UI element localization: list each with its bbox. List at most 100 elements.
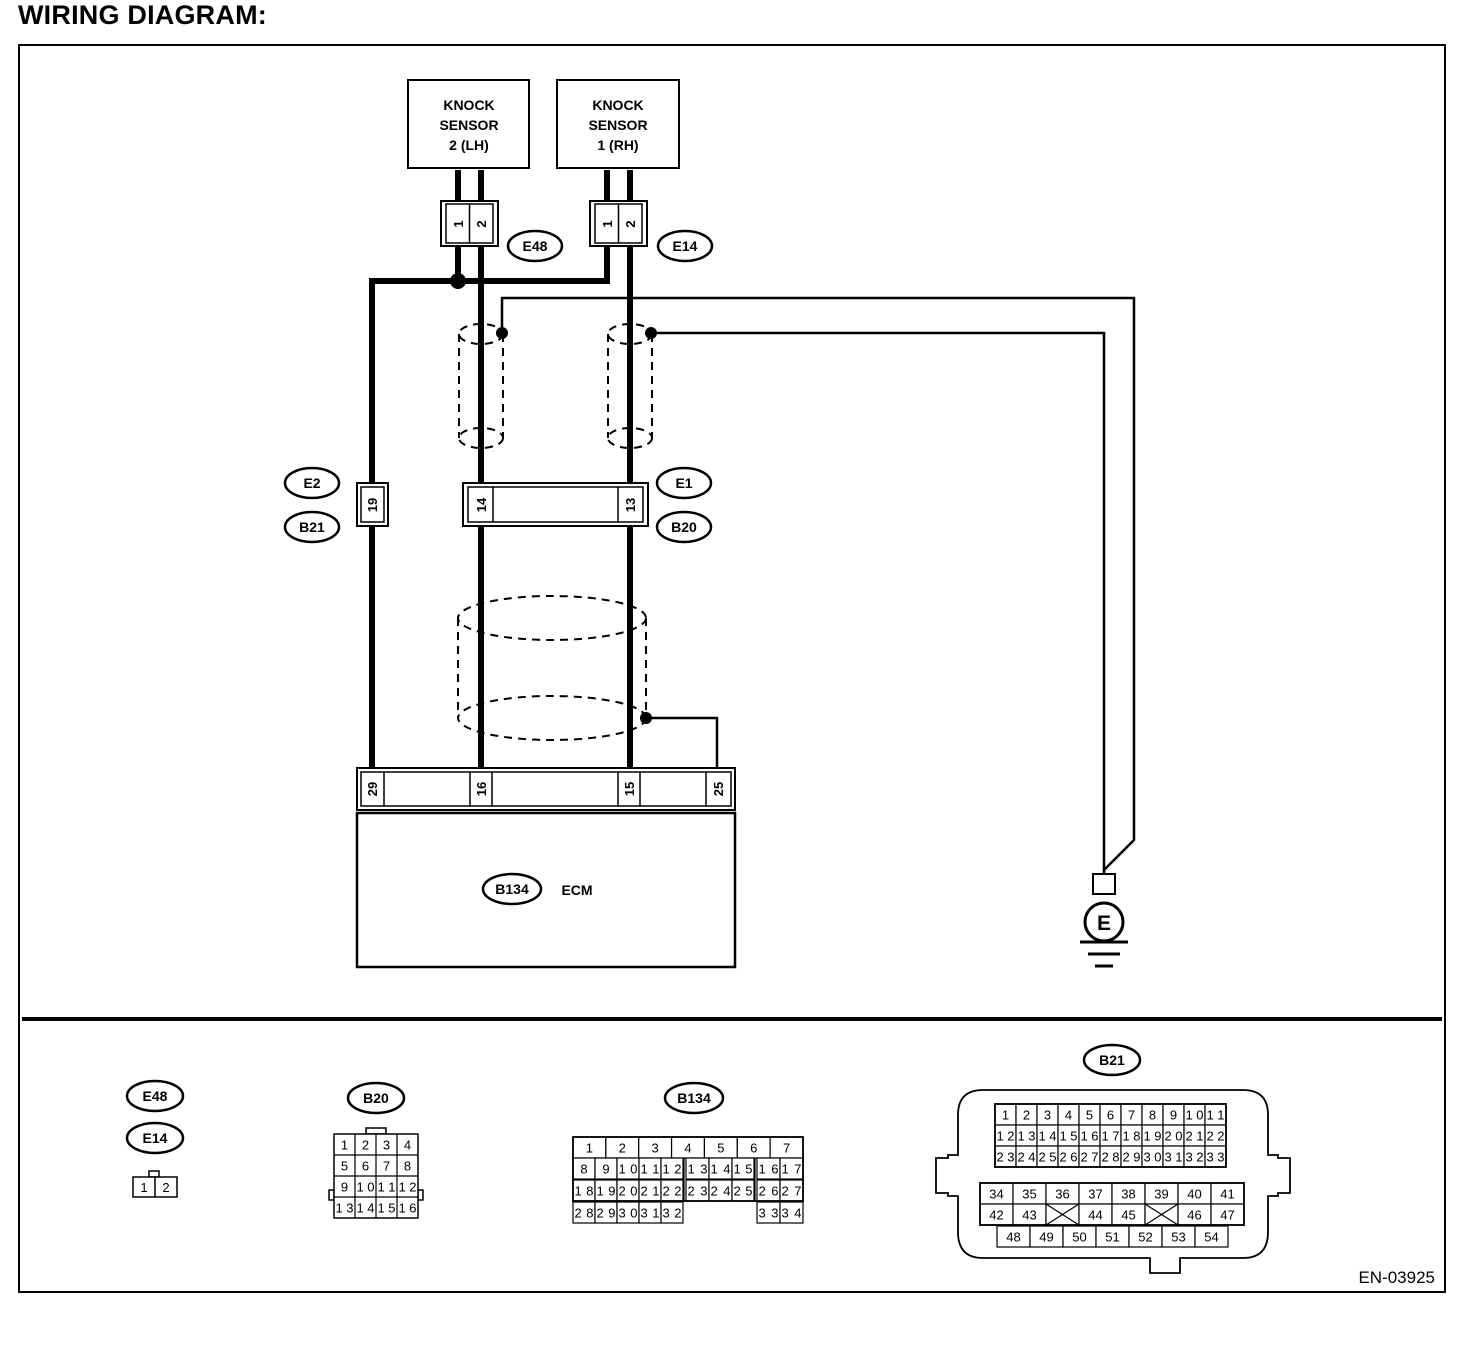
ecm-label: ECM <box>561 882 592 898</box>
pin-label: 7 <box>383 1159 390 1174</box>
pin-label: 6 <box>362 1159 369 1174</box>
pin-label: 48 <box>1006 1230 1020 1245</box>
pin-label: 8 <box>404 1159 411 1174</box>
pin-label: 43 <box>1022 1208 1036 1223</box>
pin-label: 35 <box>1022 1187 1036 1202</box>
pin-label: 52 <box>1138 1230 1152 1245</box>
ground-label: E <box>1097 912 1111 935</box>
pin-cell <box>1194 1225 1229 1248</box>
pin-label: 2 <box>362 1138 369 1153</box>
connector-e48: 1 2 <box>440 200 499 247</box>
pin-label: 6 <box>1107 1108 1114 1123</box>
sensor-label-line: KNOCK <box>443 97 494 113</box>
pin-label: 38 <box>1121 1187 1135 1202</box>
pin-label: 44 <box>1088 1208 1102 1223</box>
connector-label-e48-legend: E48 <box>125 1079 185 1113</box>
connector-label-e14-legend: E14 <box>125 1121 185 1155</box>
pin-label: 42 <box>989 1208 1003 1223</box>
connector-label-b20: B20 <box>655 510 713 544</box>
svg-text:B20: B20 <box>363 1090 389 1106</box>
svg-text:B20: B20 <box>671 519 697 535</box>
pin-label: 1 <box>586 1141 593 1156</box>
pin-label: 7 <box>1128 1108 1135 1123</box>
pin-label: 50 <box>1072 1230 1086 1245</box>
pin-label: 54 <box>1204 1230 1218 1245</box>
pin-label: 46 <box>1187 1208 1201 1223</box>
ecm-connector-strip: 29 16 15 25 <box>356 767 736 811</box>
pin-label: 3 <box>1044 1108 1051 1123</box>
knock-sensor-2-lh: KNOCK SENSOR 2 (LH) <box>407 79 530 169</box>
connector-label-e2: E2 <box>283 466 341 500</box>
pin-cell <box>779 1201 804 1224</box>
pin-label: 4 <box>684 1141 691 1156</box>
connector-label-b20-legend: B20 <box>346 1081 406 1115</box>
pin-label: 1 <box>1002 1108 1009 1123</box>
svg-text:B134: B134 <box>677 1090 711 1106</box>
pin-label: 2 <box>474 220 489 227</box>
pin-label: 13 <box>623 498 638 512</box>
diagram-code: EN-03925 <box>1358 1268 1435 1287</box>
pin-cell <box>660 1201 684 1224</box>
pin-label: 47 <box>1220 1208 1234 1223</box>
pin-label: 5 <box>1086 1108 1093 1123</box>
unused-pin-mark <box>1144 1203 1179 1226</box>
svg-text:B21: B21 <box>299 519 325 535</box>
svg-text:E48: E48 <box>143 1088 168 1104</box>
pin-label: 7 <box>783 1141 790 1156</box>
sensor-label-line: 2 (LH) <box>449 137 489 153</box>
connector-label-e14: E14 <box>656 229 714 263</box>
pin-label: 14 <box>474 497 489 512</box>
pin-label: 49 <box>1039 1230 1053 1245</box>
pin-label: 2 <box>1023 1108 1030 1123</box>
pin-label: 29 <box>365 782 380 796</box>
connector-label-b134: B134 <box>481 872 543 906</box>
pin-label: 3 <box>383 1138 390 1153</box>
sensor-label-line: KNOCK <box>592 97 643 113</box>
svg-text:E14: E14 <box>143 1130 168 1146</box>
unused-pin-mark <box>1045 1203 1080 1226</box>
sensor-label-line: 1 (RH) <box>597 137 638 153</box>
svg-text:E14: E14 <box>673 238 698 254</box>
pin-cell <box>660 1157 684 1180</box>
pin-label: 9 <box>602 1162 609 1177</box>
diagram-frame <box>18 44 1446 1293</box>
ground-symbol: E <box>1080 873 1128 968</box>
connector-label-b134-legend: B134 <box>663 1081 725 1115</box>
svg-text:B21: B21 <box>1099 1052 1125 1068</box>
pin-label: 6 <box>750 1141 757 1156</box>
sensor-label-line: SENSOR <box>588 117 647 133</box>
pin-label: 1 <box>600 220 615 227</box>
pin-label: 1 <box>341 1138 348 1153</box>
pin-label: 9 <box>341 1180 348 1195</box>
pin-cell <box>731 1157 755 1180</box>
pin-label: 2 <box>162 1180 169 1195</box>
shielded-cable <box>457 323 653 741</box>
connector-label-e1: E1 <box>655 466 713 500</box>
pin-label: 4 <box>1065 1108 1072 1123</box>
svg-text:E2: E2 <box>303 475 320 491</box>
pin-label: 45 <box>1121 1208 1135 1223</box>
pin-label: 51 <box>1105 1230 1119 1245</box>
pin-label: 8 <box>1149 1108 1156 1123</box>
pin-label: 5 <box>341 1159 348 1174</box>
pin-label: 2 <box>623 220 638 227</box>
pin-label: 5 <box>717 1141 724 1156</box>
pin-label: 8 <box>580 1162 587 1177</box>
pin-label: 9 <box>1170 1108 1177 1123</box>
splice-point <box>450 273 466 289</box>
connector-label-b21-legend: B21 <box>1082 1043 1142 1077</box>
pin-label: 37 <box>1088 1187 1102 1202</box>
svg-text:E48: E48 <box>523 238 548 254</box>
legend-connector-e48-e14: 1 2 <box>132 1170 178 1198</box>
svg-text:E1: E1 <box>675 475 692 491</box>
pin-label: 36 <box>1055 1187 1069 1202</box>
svg-text:B134: B134 <box>495 881 529 897</box>
connector-label-b21: B21 <box>283 510 341 544</box>
knock-sensor-1-rh: KNOCK SENSOR 1 (RH) <box>556 79 680 169</box>
connector-e2-b21: 19 <box>356 482 389 527</box>
pin-label: 53 <box>1171 1230 1185 1245</box>
